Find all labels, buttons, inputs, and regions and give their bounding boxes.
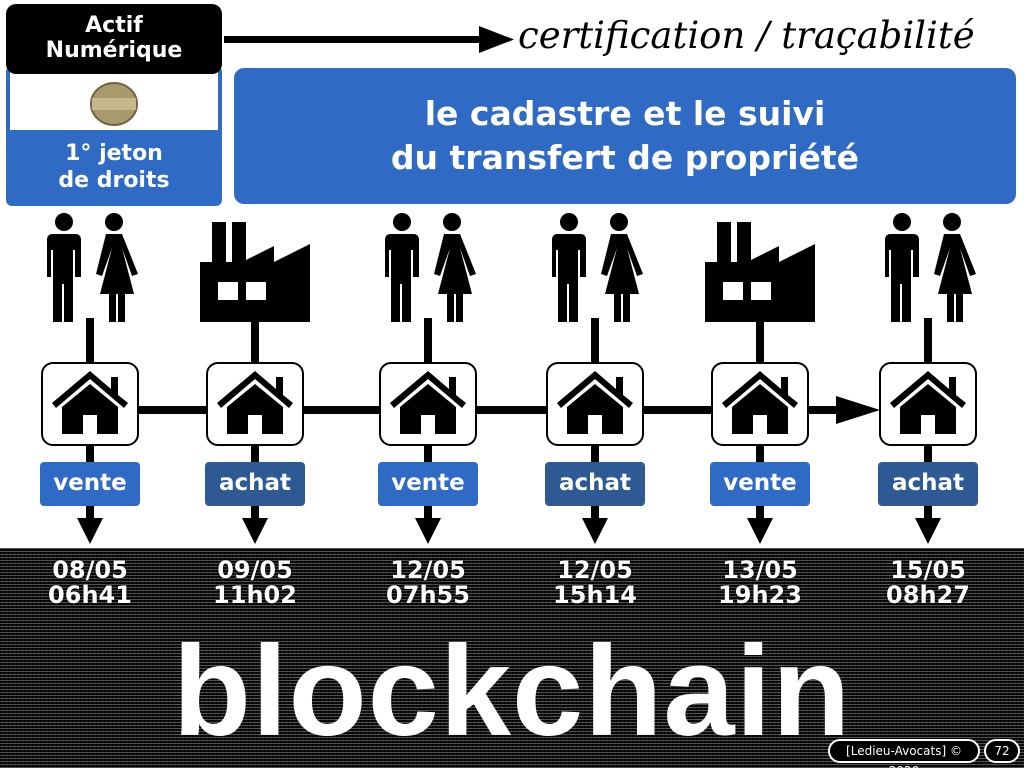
action-label-vente: vente <box>378 462 478 506</box>
action-label-achat: achat <box>205 462 305 506</box>
token-coin-icon <box>90 82 138 126</box>
house-icon <box>888 369 968 439</box>
house-icon <box>720 369 800 439</box>
arrow-head-icon <box>836 396 880 424</box>
house-icon <box>388 369 468 439</box>
property-house-box <box>546 362 644 446</box>
timestamp-date: 08/05 <box>52 556 128 584</box>
jeton-line-1: 1° jeton <box>65 141 163 166</box>
arrow-down-icon <box>242 518 268 548</box>
house-icon <box>215 369 295 439</box>
timestamp-time: 07h55 <box>386 581 470 609</box>
arrow-down-icon <box>747 518 773 548</box>
property-house-box <box>379 362 477 446</box>
property-house-box <box>879 362 977 446</box>
person-couple-icon <box>878 212 978 326</box>
connector-line <box>251 318 259 364</box>
connector-line <box>756 318 764 364</box>
connector-line <box>591 318 599 364</box>
jeton-line-2: de droits <box>58 168 170 193</box>
timestamp-date: 15/05 <box>890 556 966 584</box>
timestamp-date: 12/05 <box>557 556 633 584</box>
timestamp-date: 12/05 <box>390 556 466 584</box>
timestamp-time: 06h41 <box>48 581 132 609</box>
property-house-box <box>206 362 304 446</box>
actif-line-2: Numérique <box>45 38 183 63</box>
jeton-de-droits-label: 1° jeton de droits <box>6 130 222 202</box>
blockchain-title: blockchain <box>172 620 852 763</box>
blockchain-panel <box>0 548 1024 768</box>
arrow-down-icon <box>915 518 941 548</box>
timestamp-time: 08h27 <box>886 581 970 609</box>
timestamp-date: 13/05 <box>722 556 798 584</box>
arrow-down-icon <box>415 518 441 548</box>
factory-icon <box>200 222 310 326</box>
property-house-box <box>711 362 809 446</box>
timestamp-time: 19h23 <box>718 581 802 609</box>
house-icon <box>50 369 130 439</box>
factory-icon <box>705 222 815 326</box>
actif-line-1: Actif <box>85 13 143 38</box>
page-number: 72 <box>984 739 1020 763</box>
property-house-box <box>41 362 139 446</box>
action-label-achat: achat <box>545 462 645 506</box>
timestamp-time: 15h14 <box>553 581 637 609</box>
connector-line <box>924 318 932 364</box>
certification-title: certification / traçabilité <box>518 14 975 57</box>
house-icon <box>555 369 635 439</box>
person-couple-icon <box>378 212 478 326</box>
action-label-vente: vente <box>710 462 810 506</box>
cadastre-line-1: le cadastre et le suivi <box>424 94 826 133</box>
arrow-right-icon <box>224 26 514 53</box>
footer-credit: [Ledieu-Avocats] © 2020 <box>828 739 980 778</box>
connector-line <box>424 318 432 364</box>
cadastre-line-2: du transfert de propriété <box>390 138 860 177</box>
person-couple-icon <box>545 212 645 326</box>
connector-line <box>86 318 94 364</box>
person-couple-icon <box>40 212 140 326</box>
actif-numerique-header: Actif Numérique <box>6 4 222 74</box>
cadastre-banner: le cadastre et le suivi du transfert de … <box>234 68 1016 204</box>
arrow-down-icon <box>582 518 608 548</box>
timestamp-time: 11h02 <box>213 581 297 609</box>
action-label-vente: vente <box>40 462 140 506</box>
timestamp-date: 09/05 <box>217 556 293 584</box>
arrow-down-icon <box>77 518 103 548</box>
action-label-achat: achat <box>878 462 978 506</box>
